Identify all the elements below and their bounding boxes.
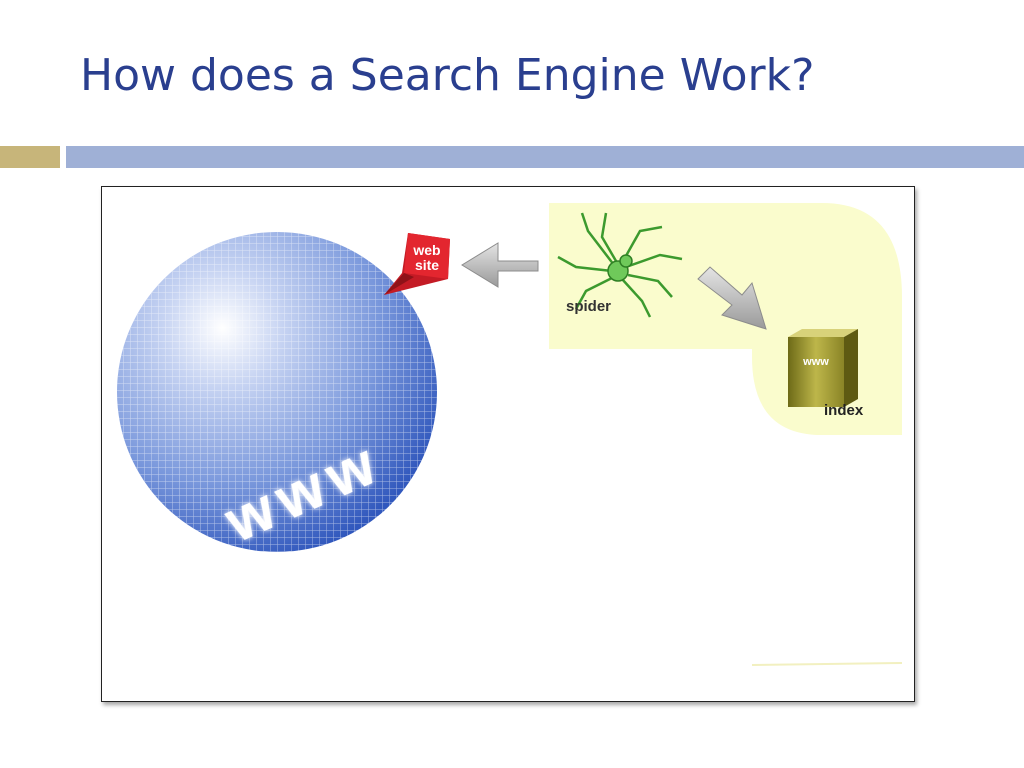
- title-accent-bar-gold: [0, 146, 60, 168]
- spider-icon: [557, 212, 683, 318]
- arrow-down-right-icon: [697, 266, 767, 330]
- faint-divider: [751, 662, 903, 666]
- www-globe: [117, 232, 437, 552]
- index-book-icon: [788, 329, 858, 407]
- website-label-line1: web: [412, 242, 440, 258]
- arrow-left-icon: [461, 242, 539, 288]
- spider-label: spider: [566, 298, 611, 315]
- book-cover-text: www: [802, 356, 829, 368]
- title-accent-bar-blue: [66, 146, 1024, 168]
- index-label: index: [824, 402, 864, 419]
- search-engine-diagram: www web site spider: [101, 186, 915, 702]
- website-label-line2: site: [415, 257, 439, 273]
- diagram-canvas: www web site spider: [117, 203, 903, 666]
- website-icon: [384, 233, 450, 295]
- slide-title: How does a Search Engine Work?: [80, 50, 815, 101]
